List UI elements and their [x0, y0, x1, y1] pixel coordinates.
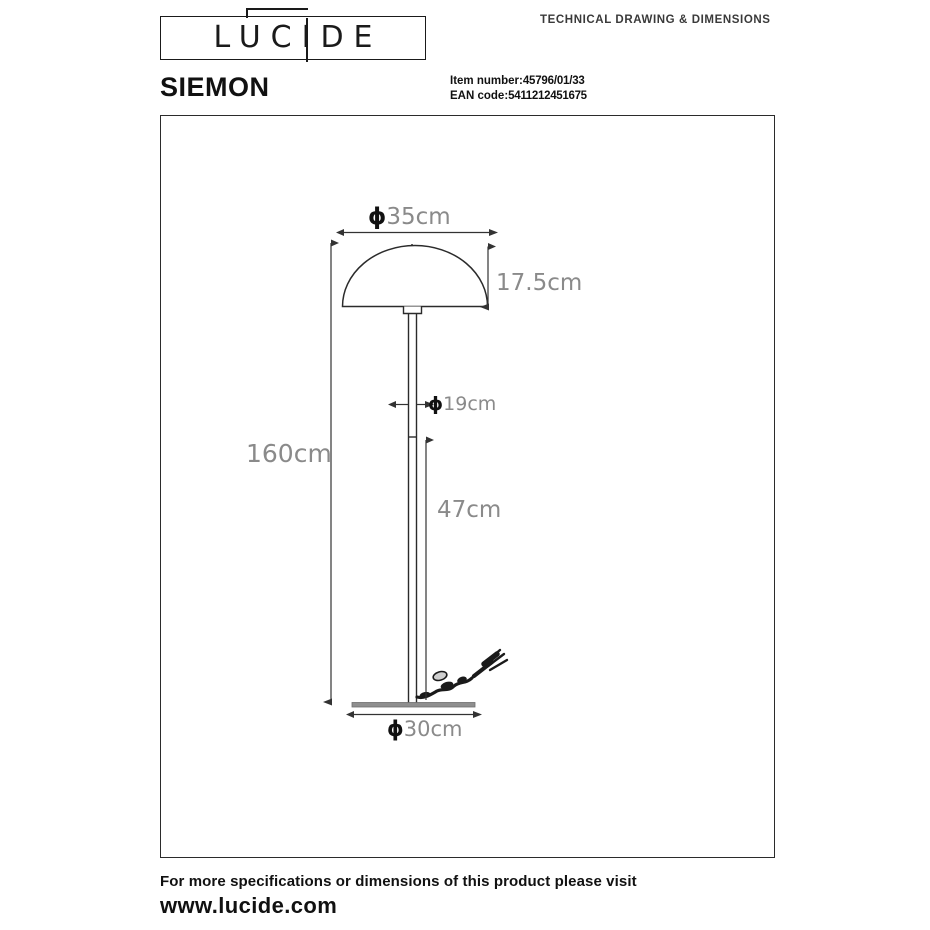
logo-divider — [306, 18, 308, 62]
page-title: SIEMON — [160, 72, 270, 102]
label-total-height: 160cm — [246, 439, 332, 468]
label-shade-height: 17.5cm — [496, 270, 583, 296]
drawing-frame — [160, 115, 775, 858]
footer-note: For more specifications or dimensions of… — [160, 873, 637, 890]
label-shade-diameter: ϕ35cm — [368, 204, 451, 230]
label-base-diameter: ϕ30cm — [387, 717, 463, 741]
product-metadata: Item number:45796/01/33 EAN code:5411212… — [450, 74, 587, 104]
item-number-value: 45796/01/33 — [522, 75, 585, 87]
ean-code-value: 5411212451675 — [508, 90, 587, 102]
logo-notch-stem — [246, 8, 248, 18]
lucide-logo: LUCIDE — [160, 16, 426, 60]
footer-website[interactable]: www.lucide.com — [160, 893, 338, 918]
logo-notch-top-rule — [246, 8, 308, 10]
lucide-logo-text: LUCIDE — [213, 20, 383, 55]
label-stem-diameter: ϕ19cm — [428, 393, 497, 415]
ean-code-row: EAN code:5411212451675 — [450, 89, 587, 104]
label-lower-stem-height: 47cm — [437, 497, 502, 523]
item-number-row: Item number:45796/01/33 — [450, 74, 587, 89]
ean-code-label: EAN code: — [450, 90, 509, 102]
item-number-label: Item number: — [450, 75, 523, 87]
technical-drawing-caption: TECHNICAL DRAWING & DIMENSIONS — [540, 14, 771, 26]
